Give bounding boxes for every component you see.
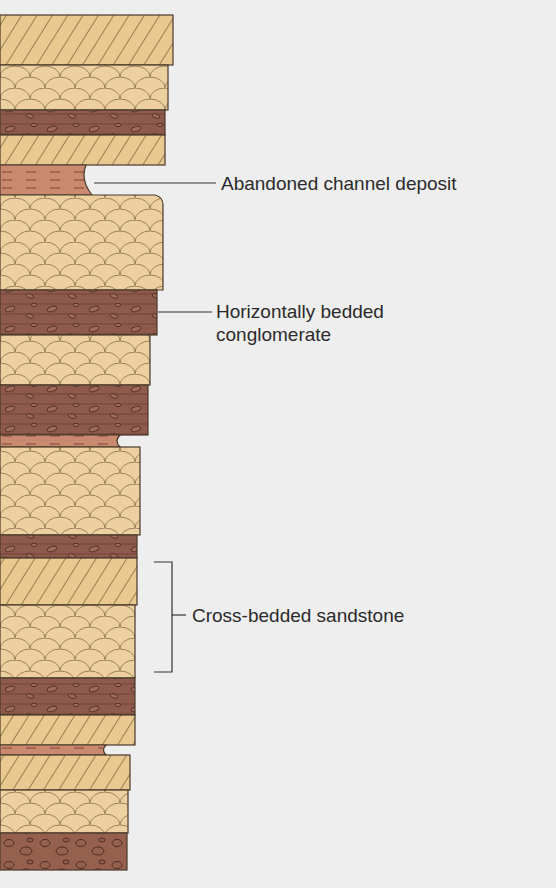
bracket	[154, 562, 172, 672]
trough-bedded-layer	[0, 195, 163, 290]
leader-line	[94, 182, 216, 183]
abandoned-channel-layer	[0, 745, 106, 755]
conglomerate-layer	[0, 535, 137, 558]
conglomerate-layer	[0, 385, 148, 435]
cross-bedded-layer	[0, 755, 130, 790]
basal-conglomerate-layer	[0, 833, 127, 870]
callout-label: Horizontally bedded conglomerate	[216, 300, 456, 346]
trough-bedded-layer	[0, 447, 140, 535]
callout-label: Abandoned channel deposit	[221, 172, 541, 195]
cross-bedded-layer	[0, 15, 173, 65]
conglomerate-layer	[0, 110, 165, 135]
abandoned-channel-layer	[0, 165, 92, 195]
abandoned-channel-layer	[0, 435, 120, 447]
leader-line	[158, 311, 212, 312]
leader-line	[172, 614, 186, 615]
trough-bedded-layer	[0, 605, 135, 678]
cross-bedded-layer	[0, 558, 137, 605]
cross-bedded-layer	[0, 135, 165, 165]
trough-bedded-layer	[0, 335, 150, 385]
cross-bedded-layer	[0, 715, 135, 745]
conglomerate-layer	[0, 678, 135, 715]
conglomerate-layer	[0, 290, 157, 335]
callout-label: Cross-bedded sandstone	[192, 604, 532, 627]
leaders	[94, 183, 216, 672]
label-text: Horizontally bedded conglomerate	[216, 300, 456, 346]
trough-bedded-layer	[0, 790, 128, 833]
label-text: Abandoned channel deposit	[221, 173, 457, 194]
trough-bedded-layer	[0, 65, 168, 110]
rock-layers	[0, 15, 173, 870]
label-text: Cross-bedded sandstone	[192, 605, 404, 626]
